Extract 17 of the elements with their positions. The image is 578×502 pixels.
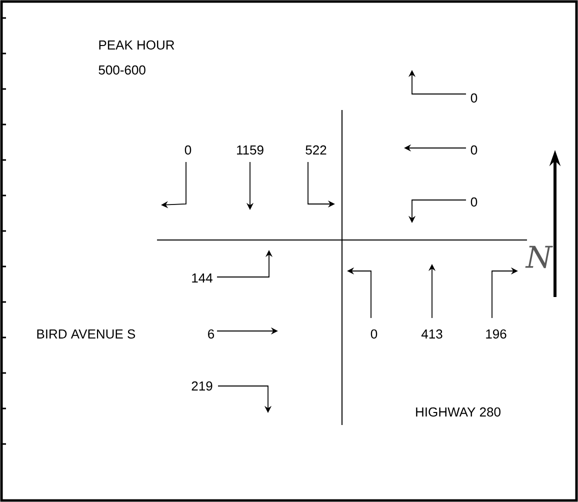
north-label: N: [525, 246, 553, 268]
volume-label: 0: [184, 145, 192, 155]
volume-label: 6: [208, 329, 214, 339]
street-label: BIRD AVENUE S: [37, 329, 136, 339]
volume-label: 413: [421, 329, 442, 339]
volume-label: 144: [192, 274, 212, 282]
heading-text: 500-600: [98, 65, 146, 75]
volume-label: 0: [470, 145, 478, 155]
volume-label: 1159: [237, 145, 264, 155]
volume-label: 0: [370, 329, 378, 339]
heading-text: PEAK HOUR: [99, 40, 174, 50]
volume-label: 522: [306, 145, 326, 155]
street-label: HIGHWAY 280: [416, 407, 500, 417]
volume-label: 0: [470, 197, 478, 207]
volume-label: 196: [486, 329, 506, 339]
volume-label: 219: [192, 381, 212, 391]
volume-label: 0: [470, 93, 478, 103]
